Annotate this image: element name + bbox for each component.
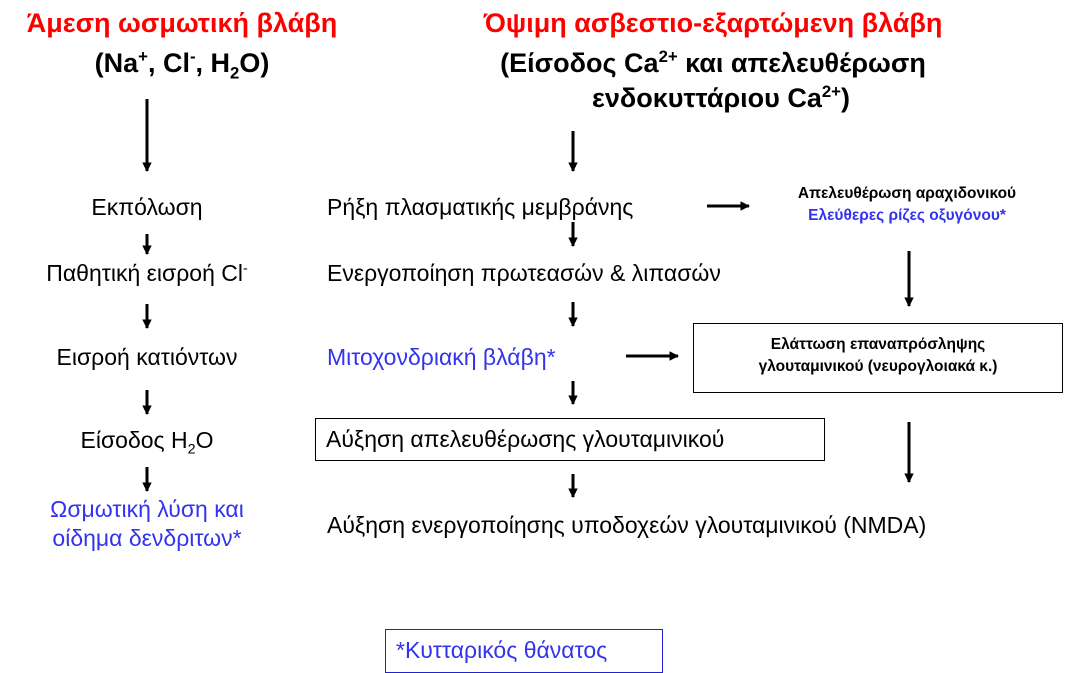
step-cation-influx: Εισροή κατιόντων xyxy=(56,344,238,370)
left-subtitle: (Na+, Cl-, H2O) xyxy=(94,47,270,83)
free-radicals: Ελεύθερες ρίζες οξυγόνου* xyxy=(808,207,1006,225)
step-nmda-activation: Αύξηση ενεργοποίησης υποδοχεών γλουταμιν… xyxy=(327,512,927,538)
arachidonic-release: Απελευθέρωση αραχιδονικού xyxy=(797,185,1017,202)
step-cl-influx: Παθητική εισροή Cl- xyxy=(46,260,248,286)
step-mito-damage: Μιτοχονδριακή βλάβη* xyxy=(327,344,556,370)
legend-cell-death: *Κυτταρικός θάνατος xyxy=(396,637,608,663)
right-title: Όψιμη ασβεστιο-εξαρτώμενη βλάβη xyxy=(483,8,943,38)
step-glutamate-release: Αύξηση απελευθέρωσης γλουταμινικού xyxy=(326,426,725,452)
left-title: Άμεση ωσμωτική βλάβη xyxy=(26,8,338,38)
step-protease-activation: Ενεργοποίηση πρωτεασών & λιπασών xyxy=(327,260,721,286)
step-depolarization: Εκπόλωση xyxy=(91,194,203,220)
step-membrane-rupture: Ρήξη πλασματικής μεμβράνης xyxy=(327,194,634,220)
step-water-entry: Είσοδος H2O xyxy=(80,427,214,458)
glutamate-release-box: Αύξηση απελευθέρωσης γλουταμινικού xyxy=(315,418,825,461)
